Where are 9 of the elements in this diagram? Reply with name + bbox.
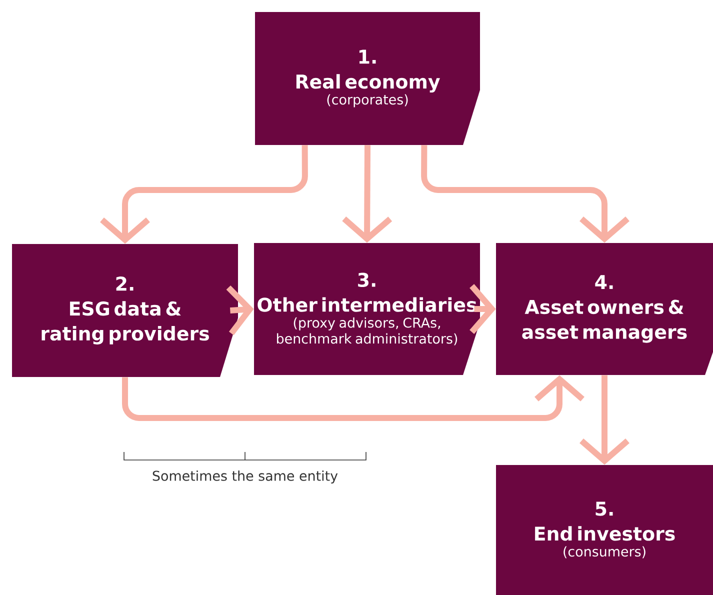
arrow bbox=[100, 145, 308, 244]
arrow bbox=[421, 145, 630, 243]
note-text: Sometimes the same entity bbox=[152, 470, 338, 484]
process-box: 4. Asset owners & asset managers bbox=[496, 243, 713, 375]
process-box: 5. End investors (consumers) bbox=[496, 465, 713, 595]
process-box: 2. ESG data & rating providers bbox=[12, 244, 238, 377]
arrow bbox=[122, 375, 584, 421]
process-box: 1. Real economy (corporates) bbox=[255, 12, 480, 145]
process-box: 3. Other intermediaries (proxy advisors, CRAs, benchmark administrators) bbox=[254, 243, 480, 375]
